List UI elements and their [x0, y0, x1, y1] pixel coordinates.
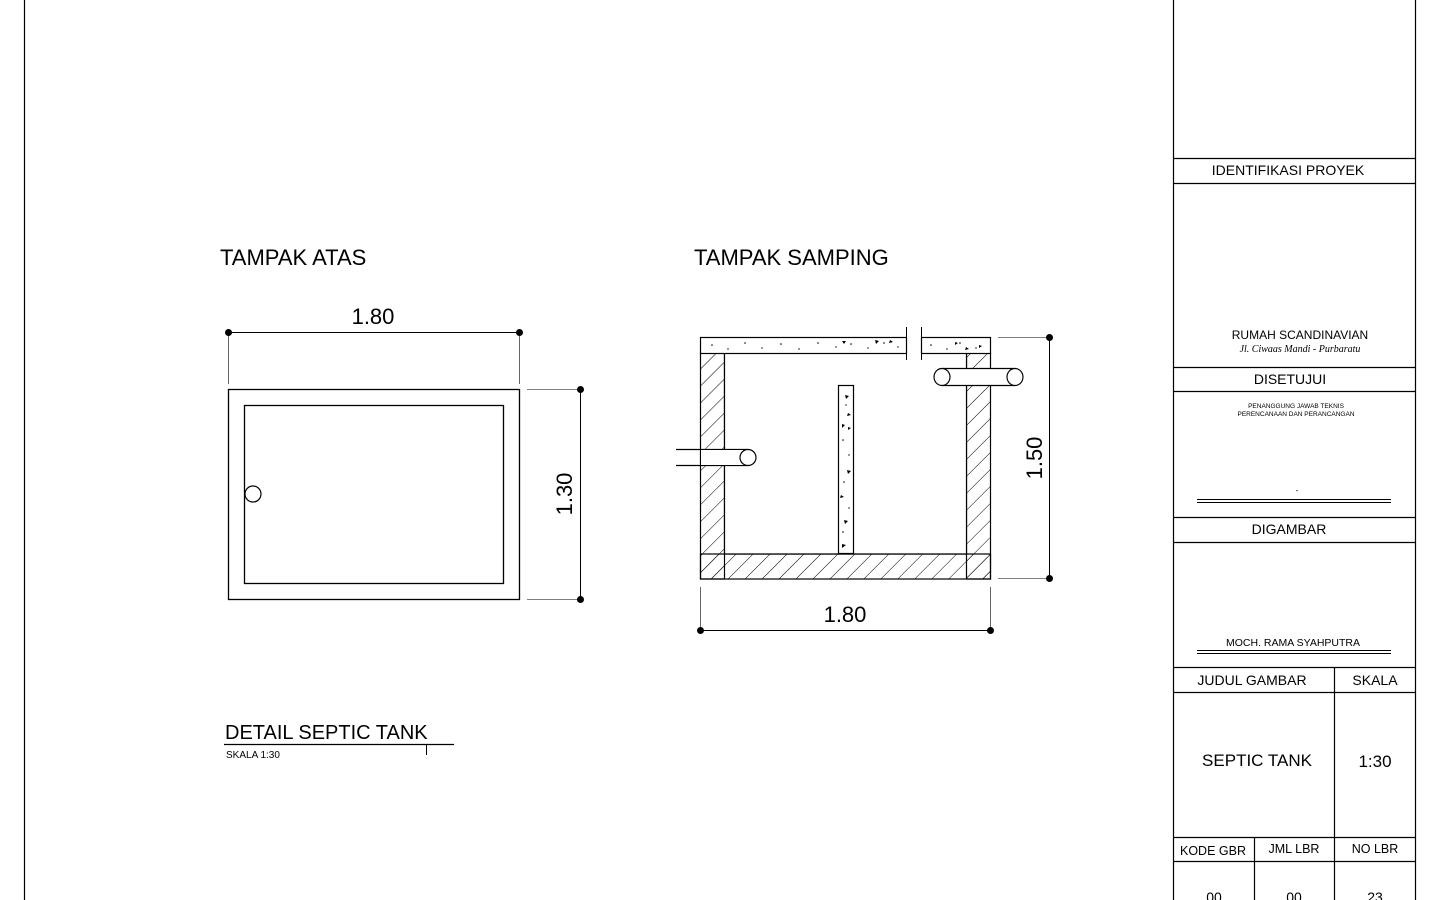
side-view-baffle-wall: [837, 384, 855, 555]
top-view: TAMPAK ATAS 1.80 1.30: [220, 245, 584, 603]
approver-name: -: [1296, 486, 1299, 495]
drawn-header: DIGAMBAR: [1252, 521, 1327, 537]
drawn-by: MOCH. RAMA SYAHPUTRA: [1226, 637, 1360, 649]
sheet-no-header: NO LBR: [1352, 842, 1399, 856]
side-view-height-label: 1.50: [1022, 437, 1047, 480]
approved-header: DISETUJUI: [1254, 371, 1326, 387]
side-view-floor: [699, 553, 992, 580]
sheet-count-header: JML LBR: [1269, 842, 1320, 856]
top-view-height-label: 1.30: [552, 473, 577, 516]
side-view: TAMPAK SAMPING: [676, 245, 1053, 634]
side-view-inlet-pipe: [676, 448, 757, 467]
detail-scale: SKALA 1:30: [226, 750, 280, 761]
code-value: 00: [1206, 889, 1222, 900]
drawing-title-header: JUDUL GAMBAR: [1197, 672, 1306, 688]
top-view-tank-inner: [243, 404, 505, 585]
scale-value: 1:30: [1358, 752, 1391, 771]
approver-role-line1: PENANGGUNG JAWAB TEKNIS: [1248, 403, 1344, 410]
drawing-title: SEPTIC TANK: [1202, 751, 1313, 770]
side-view-outlet-pipe: [933, 367, 1024, 387]
project-id-header: IDENTIFIKASI PROYEK: [1212, 162, 1365, 178]
top-view-width-dimension: 1.80: [225, 304, 523, 384]
sheet-count-value: 00: [1286, 889, 1302, 900]
title-block: [1172, 0, 1417, 900]
detail-title: DETAIL SEPTIC TANK: [225, 722, 428, 744]
side-view-right-wall: [965, 352, 992, 580]
sheet-no-value: 23: [1367, 889, 1383, 900]
top-view-tank-outer: [227, 388, 521, 601]
project-address: Jl. Ciwaas Mandi - Purbaratu: [1240, 344, 1361, 355]
side-view-width-dimension: 1.80: [697, 587, 994, 634]
project-name: RUMAH SCANDINAVIAN: [1232, 328, 1368, 342]
code-header: KODE GBR: [1180, 844, 1246, 858]
side-view-title: TAMPAK SAMPING: [694, 245, 889, 270]
top-view-height-dimension: 1.30: [527, 386, 584, 603]
top-view-width-label: 1.80: [352, 304, 395, 329]
side-view-top-slab: [699, 327, 992, 360]
side-view-height-dimension: 1.50: [998, 334, 1053, 582]
top-view-pipe-opening: [244, 485, 262, 503]
detail-label: DETAIL SEPTIC TANK SKALA 1:30: [224, 722, 454, 761]
approver-role-line2: PERENCANAAN DAN PERANCANGAN: [1237, 411, 1354, 418]
side-view-width-label: 1.80: [824, 602, 867, 627]
scale-header: SKALA: [1352, 672, 1398, 688]
top-view-title: TAMPAK ATAS: [220, 245, 366, 270]
